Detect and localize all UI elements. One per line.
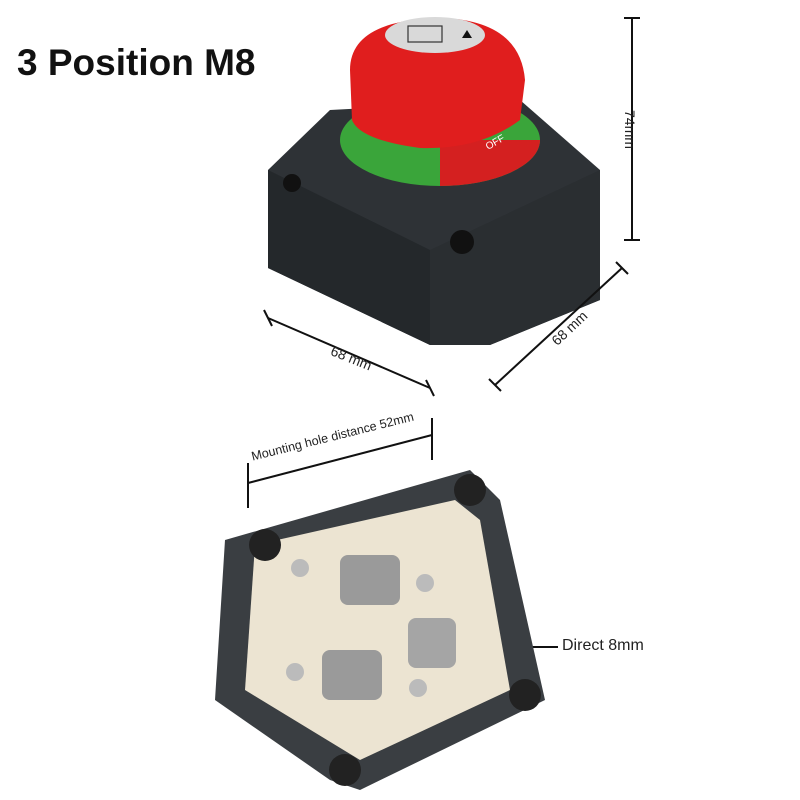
product-title: 3 Position M8	[17, 42, 256, 83]
height-dimension: 74mm	[622, 110, 638, 149]
stud-dimension: Direct 8mm	[562, 637, 644, 654]
arrow-icon	[462, 30, 472, 38]
battery-icon	[407, 25, 443, 43]
rotary-knob	[350, 18, 525, 149]
switch-bottom-view	[215, 470, 545, 790]
switch-top-view: OFF	[268, 17, 600, 345]
